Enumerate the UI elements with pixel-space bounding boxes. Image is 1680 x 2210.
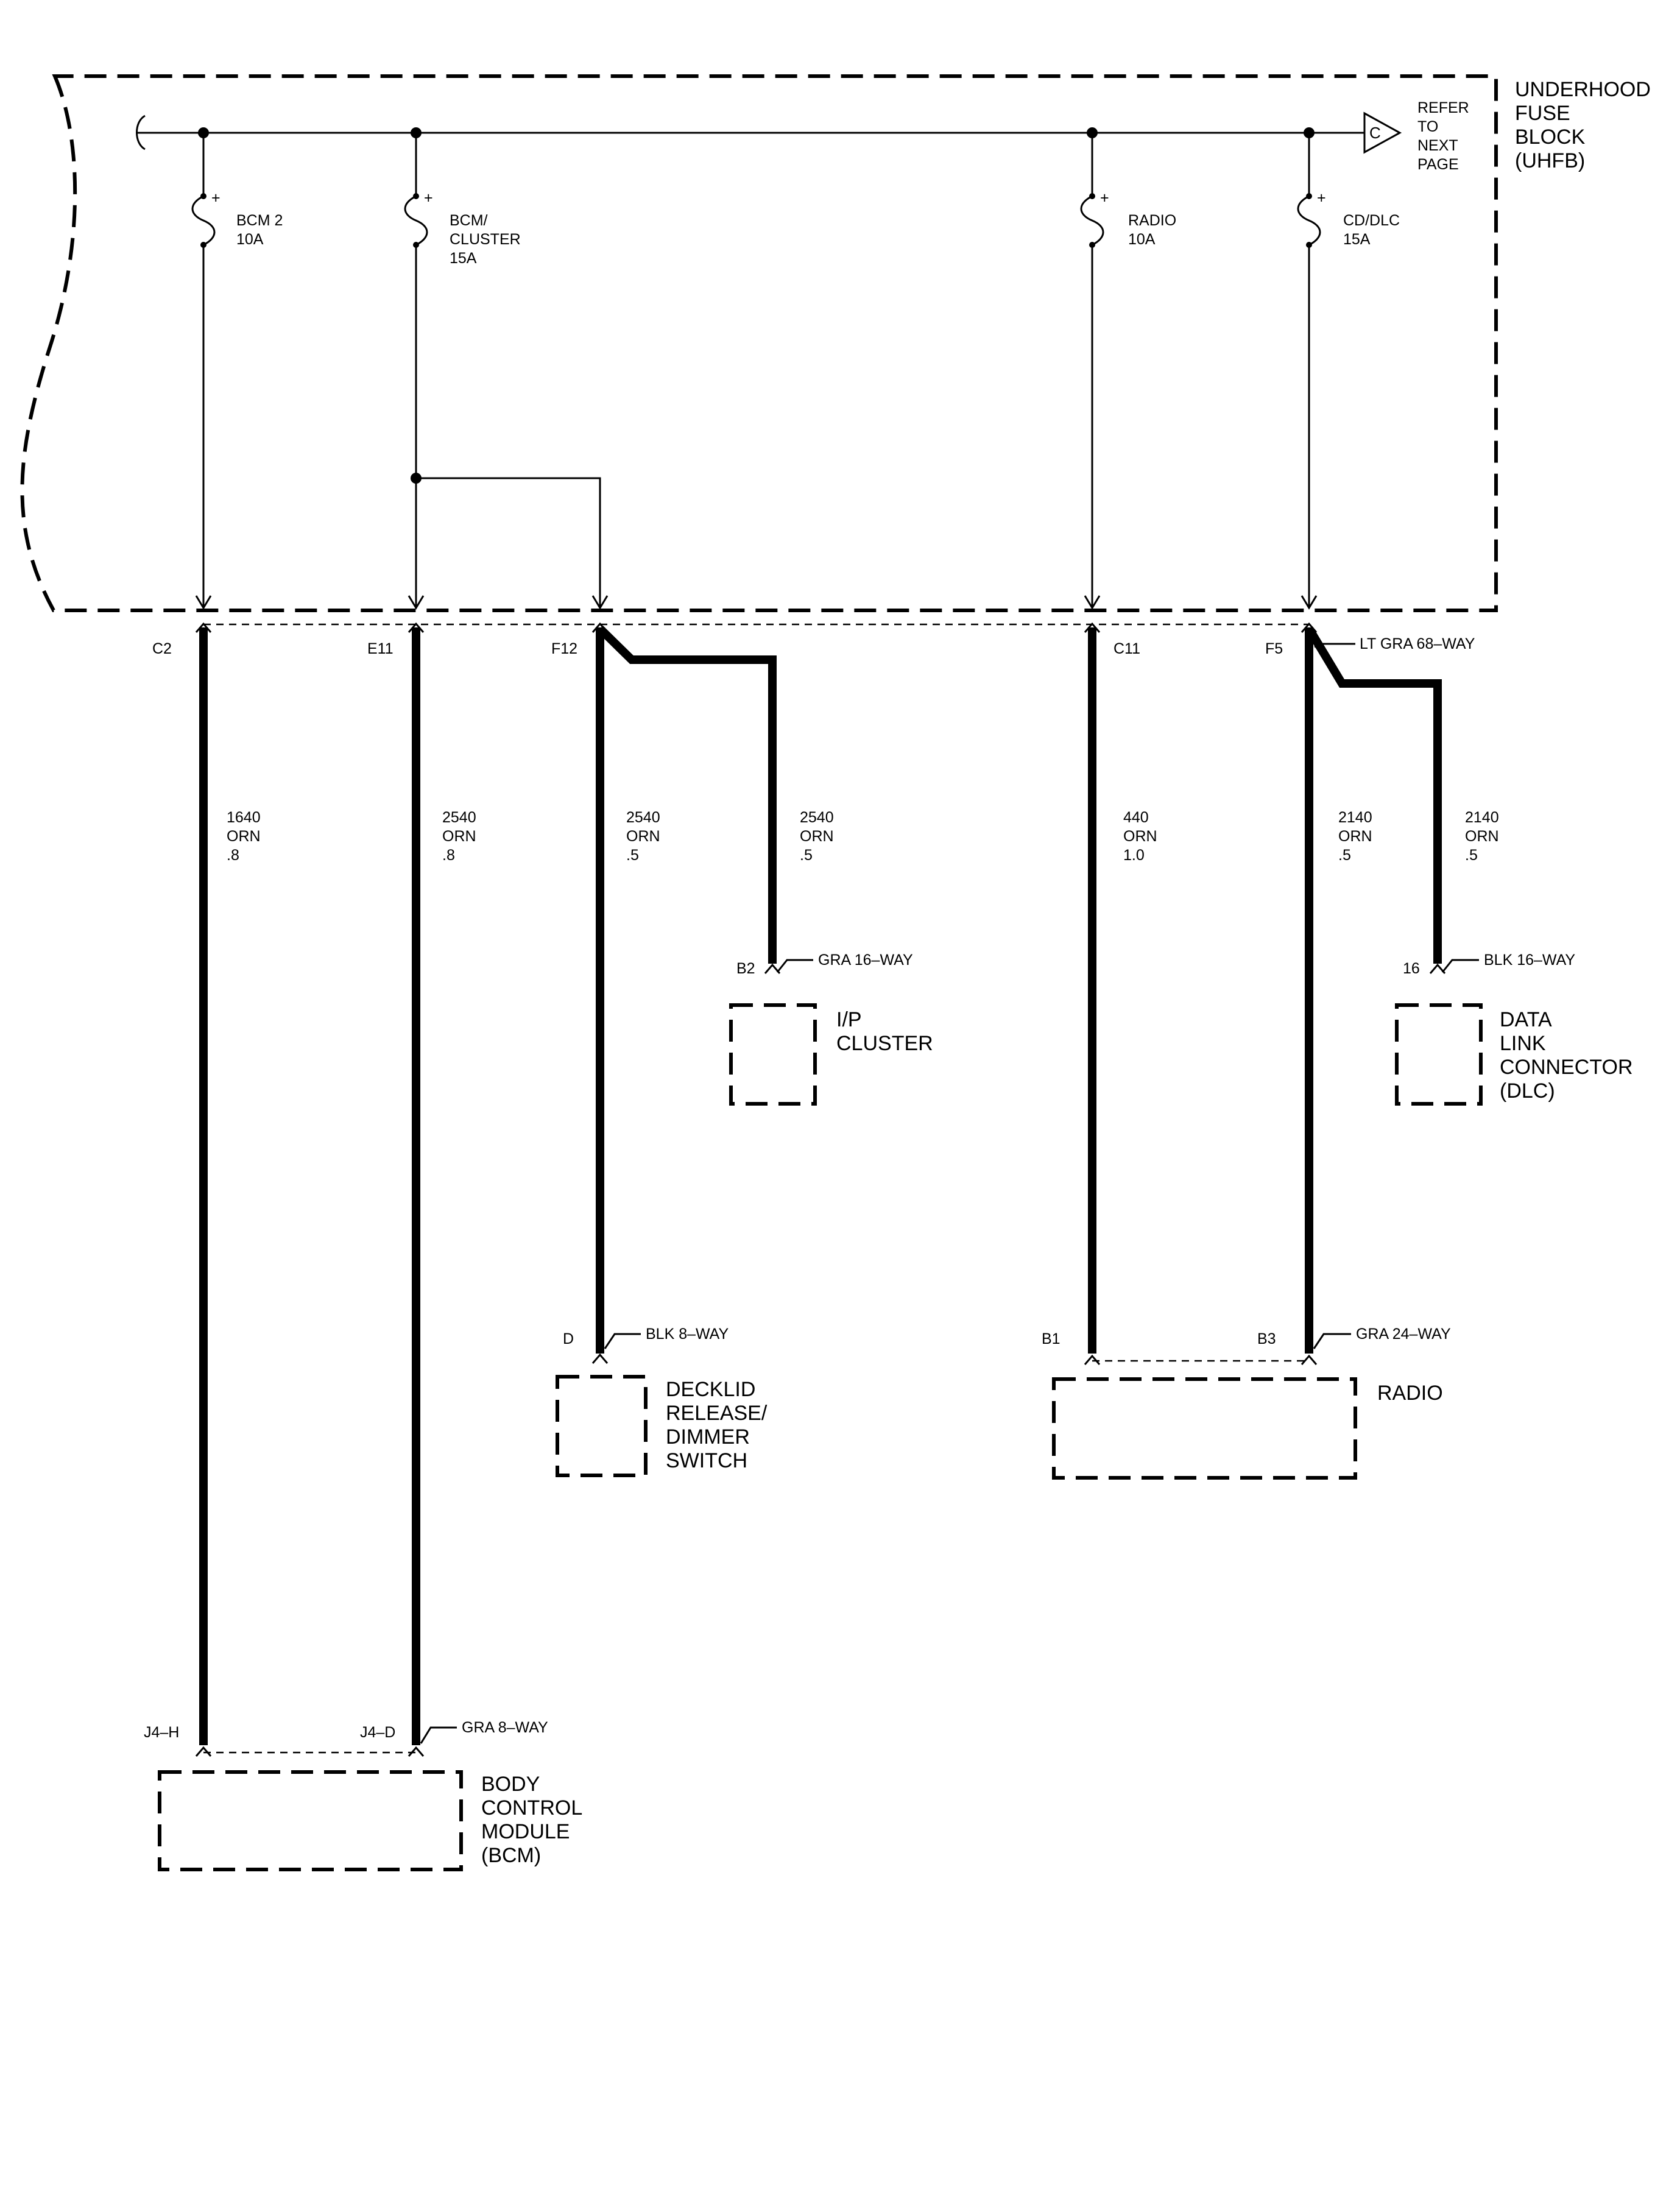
dlc-connector-leader — [1441, 959, 1479, 973]
refer-flag-letter: C — [1369, 124, 1381, 142]
decklid-connector-type: BLK 8–WAY — [646, 1326, 729, 1343]
radio-name: RADIO — [1377, 1382, 1443, 1405]
component-bcm: J4–H J4–D GRA 8–WAY BODY CONTROL MODULE … — [144, 1719, 587, 1871]
wire-2540-cluster-label: 2540 ORN .5 — [800, 809, 838, 864]
fuse-bcm-cluster-arrow — [408, 595, 425, 610]
refer-flag — [1363, 111, 1402, 154]
wire-2540-bcm: 2540 ORN .8 — [412, 627, 481, 1745]
wire-2140-radio: 2140 ORN .5 — [1305, 627, 1377, 1354]
fuse-cd-dlc: + CD/DLC 15A — [1297, 133, 1404, 610]
bcm-pin-j4h-label: J4–H — [144, 1724, 179, 1741]
decklid-box — [556, 1375, 648, 1477]
dlc-name: DATA LINK CONNECTOR (DLC) — [1500, 1008, 1639, 1103]
fuse-bcm2-plus: + — [211, 189, 221, 207]
bcm-name: BODY CONTROL MODULE (BCM) — [481, 1773, 587, 1867]
fuse-block-title: UNDERHOOD FUSE BLOCK (UHFB) — [1515, 78, 1656, 172]
wire-440: 440 ORN 1.0 — [1088, 627, 1162, 1354]
radio-pin-b3-label: B3 — [1257, 1330, 1276, 1347]
fuse-block-outline — [20, 74, 1498, 612]
radio-connector-type: GRA 24–WAY — [1356, 1326, 1451, 1343]
wire-2540-bcm-label: 2540 ORN .8 — [442, 809, 481, 864]
wire-1640-label: 1640 ORN .8 — [227, 809, 265, 864]
ip-cluster-pin-label: B2 — [736, 960, 755, 977]
ip-cluster-pin — [764, 963, 781, 974]
connector-type-label: LT GRA 68–WAY — [1360, 635, 1475, 652]
fuse-bcm-cluster-element — [404, 195, 428, 246]
pin-label-f12: F12 — [551, 640, 577, 657]
ip-cluster-connector-type: GRA 16–WAY — [818, 951, 913, 969]
dlc-box — [1395, 1003, 1483, 1106]
wire-440-label: 440 ORN 1.0 — [1123, 809, 1162, 864]
dlc-connector-type: BLK 16–WAY — [1484, 951, 1575, 969]
fuse-bcm-cluster-plus: + — [424, 189, 433, 207]
decklid-connector-leader — [604, 1333, 641, 1349]
radio-box — [1052, 1377, 1357, 1480]
component-ip-cluster: B2 GRA 16–WAY I/P CLUSTER — [729, 951, 933, 1106]
wire-2140-radio-label: 2140 ORN .5 — [1338, 809, 1377, 864]
wire-2140-dlc-trace — [1305, 626, 1442, 964]
ip-cluster-connector-leader — [776, 959, 813, 973]
pin-label-e11: E11 — [367, 640, 394, 657]
wire-2540-decklid-label: 2540 ORN .5 — [626, 809, 665, 864]
fuse-radio: + RADIO 10A — [1080, 133, 1181, 610]
fuse-radio-element — [1080, 195, 1104, 246]
decklid-pin — [591, 1353, 609, 1364]
fuse-bcm2-label: BCM 2 10A — [236, 212, 287, 248]
fuse-cd-dlc-element — [1297, 195, 1321, 246]
bcm-pin-j4d — [408, 1746, 425, 1757]
component-decklid-switch: D BLK 8–WAY DECKLID RELEASE/ DIMMER SWIT… — [556, 1326, 773, 1477]
fuse-radio-plus: + — [1100, 189, 1109, 207]
fuse-block: UNDERHOOD FUSE BLOCK (UHFB) — [20, 74, 1656, 612]
uhfb-pin-c11 — [1084, 622, 1101, 633]
pin-label-c11: C11 — [1114, 640, 1140, 657]
component-radio: B1 B3 GRA 24–WAY RADIO — [1042, 1326, 1451, 1480]
uhfb-pin-e11 — [408, 622, 425, 633]
radio-pin-b1 — [1084, 1354, 1101, 1365]
radio-connector-leader — [1313, 1333, 1351, 1349]
bcm-connector-leader — [420, 1726, 457, 1744]
fuse-cd-dlc-arrow — [1301, 595, 1318, 610]
fuse-bcm-cluster: + BCM/ CLUSTER 15A — [404, 133, 609, 610]
bcm-pin-j4d-label: J4–D — [360, 1724, 395, 1741]
decklid-pin-label: D — [563, 1330, 574, 1347]
pin-label-f5: F5 — [1265, 640, 1283, 657]
decklid-name: DECKLID RELEASE/ DIMMER SWITCH — [666, 1378, 773, 1472]
power-bus: C REFER TO NEXT PAGE — [136, 99, 1474, 173]
fuse-bcm2-element — [191, 195, 216, 246]
fuse-bcm2-arrow — [195, 595, 212, 610]
wire-2140-dlc-label: 2140 ORN .5 — [1465, 809, 1503, 864]
fuse-bcm-cluster-label: BCM/ CLUSTER 15A — [450, 212, 525, 267]
wire-1640: 1640 ORN .8 — [199, 627, 265, 1745]
wire-2140-dlc: 2140 ORN .5 — [1305, 626, 1503, 964]
ip-cluster-name: I/P CLUSTER — [836, 1008, 933, 1055]
uhfb-connector: C2 E11 F12 C11 F5 LT GRA 68–WAY — [152, 622, 1475, 657]
fuse-cd-dlc-plus: + — [1317, 189, 1326, 207]
component-dlc: 16 BLK 16–WAY DATA LINK CONNECTOR (DLC) — [1395, 951, 1639, 1106]
splice-branch — [416, 477, 601, 606]
fuse-radio-label: RADIO 10A — [1128, 212, 1181, 248]
dlc-pin-label: 16 — [1403, 960, 1420, 977]
radio-pin-b3 — [1301, 1354, 1318, 1365]
bcm-box — [158, 1770, 463, 1871]
fuse-radio-arrow — [1084, 595, 1101, 610]
wire-2540-decklid: 2540 ORN .5 — [596, 627, 665, 1354]
ip-cluster-box — [729, 1003, 817, 1106]
bcm-connector-type: GRA 8–WAY — [462, 1719, 548, 1736]
refer-note: REFER TO NEXT PAGE — [1417, 99, 1474, 173]
uhfb-pin-c2 — [195, 622, 212, 633]
fuse-cd-dlc-label: CD/DLC 15A — [1343, 212, 1404, 248]
dlc-pin — [1429, 963, 1446, 974]
bus-feed-tail — [136, 115, 146, 150]
wire-2540-cluster: 2540 ORN .5 — [597, 626, 838, 964]
radio-pin-b1-label: B1 — [1042, 1330, 1061, 1347]
bcm-pin-j4h — [195, 1746, 212, 1757]
splice-branch-arrow — [591, 595, 609, 610]
wire-2540-cluster-trace — [597, 626, 777, 964]
fuse-bcm2: + BCM 2 10A — [191, 133, 287, 610]
pin-label-c2: C2 — [152, 640, 172, 657]
